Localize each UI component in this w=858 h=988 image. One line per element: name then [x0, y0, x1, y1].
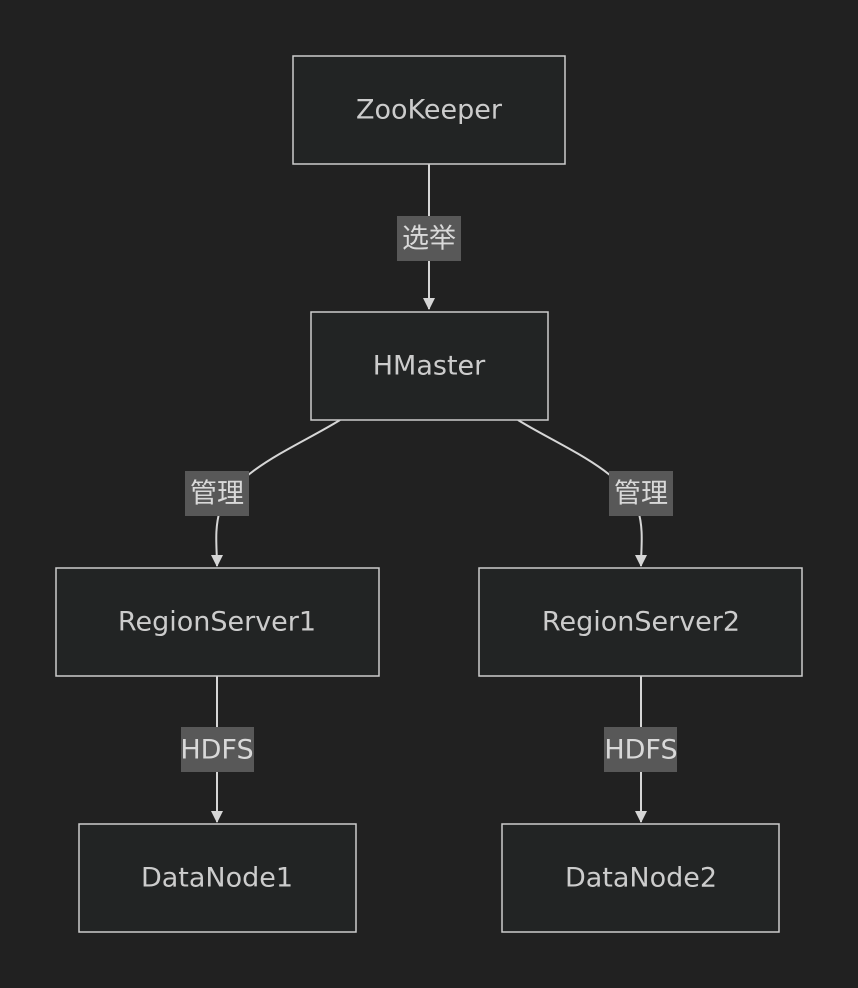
edge-label-manage-right: 管理 — [609, 471, 673, 516]
node-datanode1[interactable]: DataNode1 — [78, 823, 357, 933]
node-zookeeper[interactable]: ZooKeeper — [292, 55, 566, 165]
node-regionserver1[interactable]: RegionServer1 — [55, 567, 380, 677]
node-regionserver2[interactable]: RegionServer2 — [478, 567, 803, 677]
node-zookeeper-label: ZooKeeper — [356, 95, 503, 126]
node-hmaster[interactable]: HMaster — [310, 311, 549, 421]
node-datanode2-label: DataNode2 — [565, 863, 717, 894]
edge-label-election: 选举 — [397, 216, 461, 261]
node-datanode2[interactable]: DataNode2 — [501, 823, 780, 933]
edge-label-manage-right-text: 管理 — [614, 479, 668, 510]
edge-label-manage-left-text: 管理 — [190, 479, 244, 510]
edge-label-manage-left: 管理 — [185, 471, 249, 516]
edge-label-hdfs-right-text: HDFS — [604, 735, 677, 766]
edge-label-election-text: 选举 — [402, 224, 456, 255]
node-regionserver1-label: RegionServer1 — [118, 607, 316, 638]
edge-label-hdfs-left-text: HDFS — [180, 735, 253, 766]
node-datanode1-label: DataNode1 — [141, 863, 293, 894]
node-hmaster-label: HMaster — [373, 351, 486, 382]
edge-label-hdfs-right: HDFS — [604, 727, 678, 772]
node-regionserver2-label: RegionServer2 — [542, 607, 740, 638]
edge-label-hdfs-left: HDFS — [180, 727, 254, 772]
